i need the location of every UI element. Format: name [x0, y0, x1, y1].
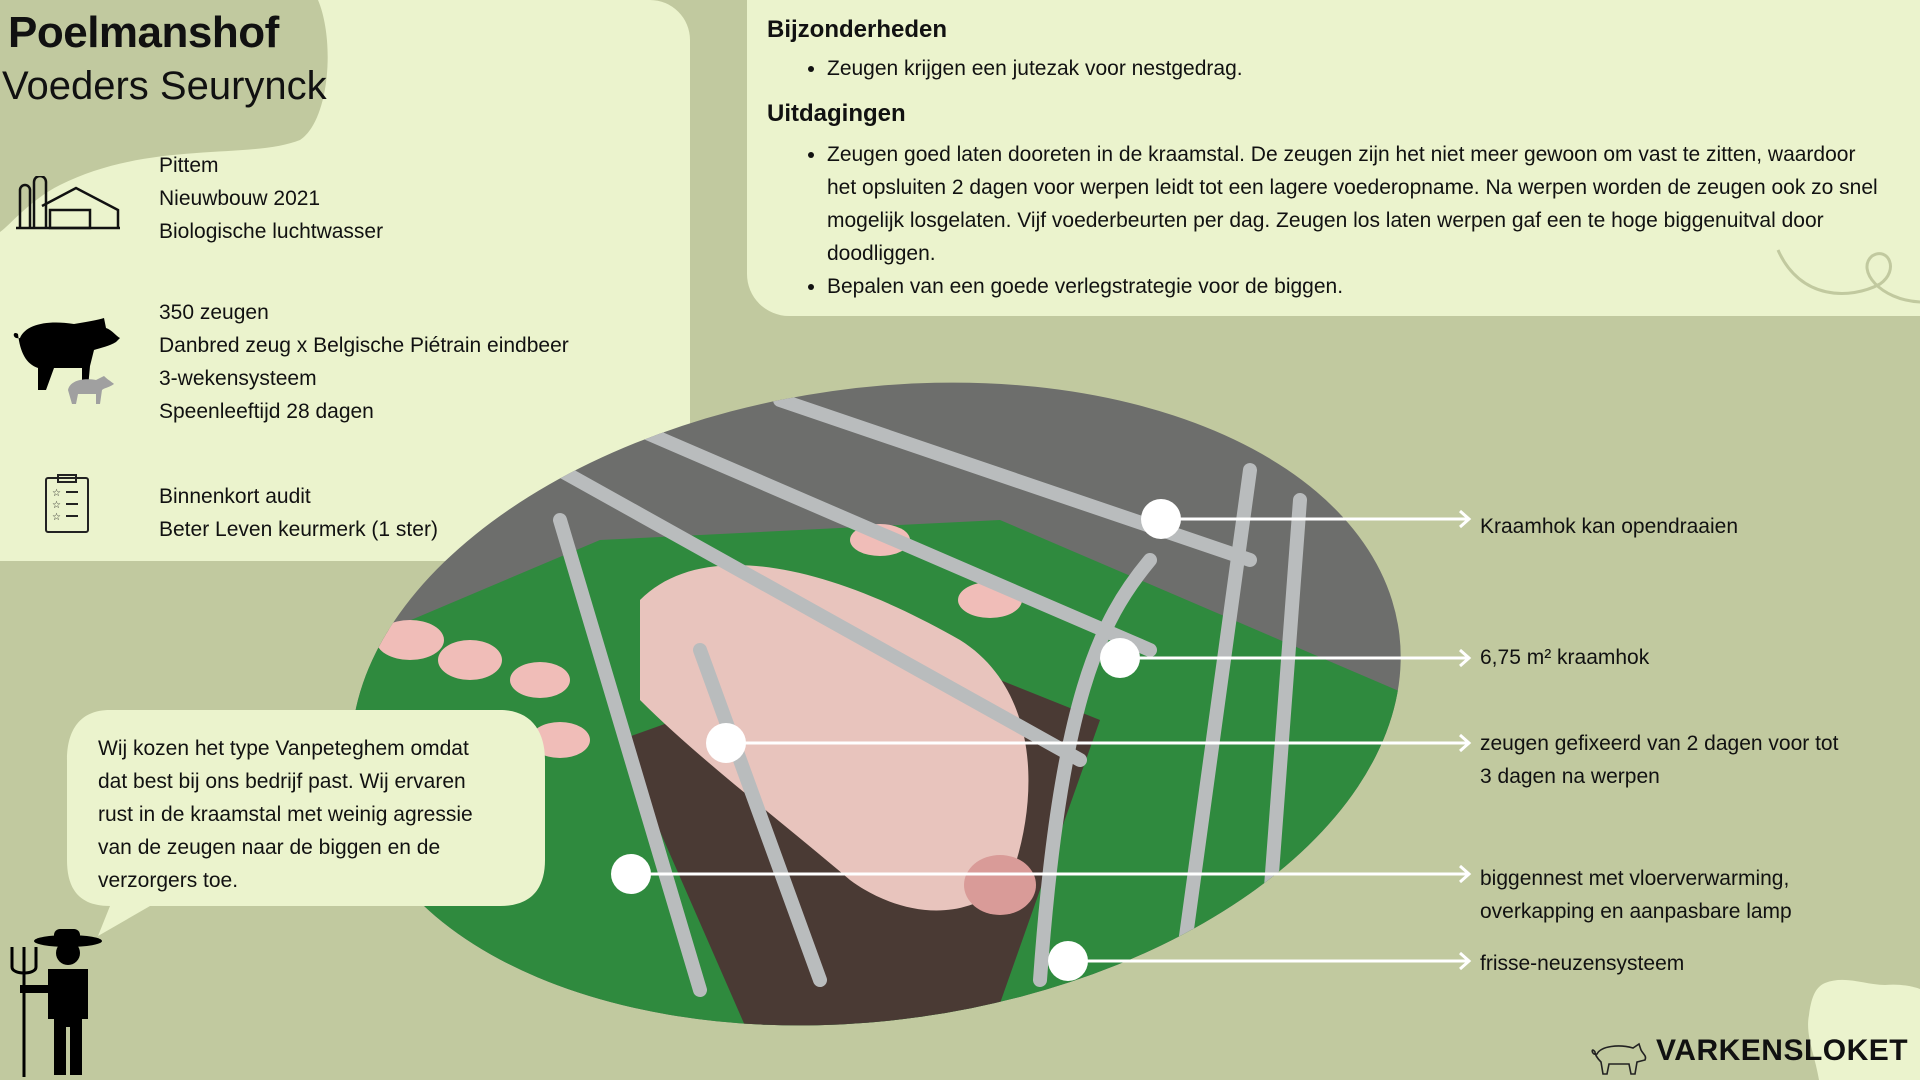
title-background-blob — [0, 0, 328, 232]
page-title: Poelmanshof — [8, 8, 279, 57]
info-line: 350 zeugen — [159, 301, 269, 324]
info-line: Beter Leven keurmerk (1 ster) — [159, 518, 438, 541]
varkensloket-pig-logo-icon — [1591, 1042, 1647, 1075]
annotation-label: 6,75 m² kraamhok — [1480, 646, 1650, 669]
checklist-icon: ☆☆☆ — [45, 474, 89, 533]
list-item: Bepalen van een goede verlegstrategie vo… — [827, 270, 1887, 303]
farm-location-info: Pittem Nieuwbouw 2021 Biologische luchtw… — [159, 149, 383, 248]
list-item: Zeugen krijgen een jutezak voor nestgedr… — [827, 52, 1887, 85]
pig-icon — [13, 318, 121, 404]
list-item: Zeugen goed laten dooreten in de kraamst… — [827, 138, 1887, 270]
svg-text:☆: ☆ — [52, 488, 61, 499]
bijzonderheden-heading: Bijzonderheden — [767, 16, 948, 43]
info-line: Nieuwbouw 2021 — [159, 187, 321, 210]
hotspot-marker[interactable] — [1100, 638, 1140, 678]
decorative-swirl-icon — [1776, 249, 1920, 304]
annotation-label: frisse-neuzensysteem — [1480, 952, 1685, 975]
info-line: Binnenkort audit — [159, 485, 311, 508]
farmer-icon — [10, 929, 102, 1077]
logo-blob — [1808, 979, 1920, 1080]
certification-info: Binnenkort audit Beter Leven keurmerk (1… — [159, 480, 438, 546]
annotation-label: biggennest met vloerverwarming,overkappi… — [1480, 867, 1792, 923]
info-line: Danbred zeug x Belgische Piétrain eindbe… — [159, 334, 569, 357]
annotation-label: Kraamhok kan opendraaien — [1480, 515, 1739, 538]
info-line: 3-wekensysteem — [159, 367, 317, 390]
details-panel: Bijzonderheden Zeugen krijgen een juteza… — [747, 0, 1920, 316]
hotspot-marker[interactable] — [1141, 499, 1181, 539]
page-subtitle: Voeders Seurynck — [2, 64, 327, 108]
herd-info: 350 zeugen Danbred zeug x Belgische Piét… — [159, 296, 569, 428]
varkensloket-logo: VARKENSLOKET — [1656, 1034, 1909, 1067]
svg-text:☆: ☆ — [52, 512, 61, 523]
speech-bubble — [67, 710, 545, 936]
svg-text:☆: ☆ — [52, 500, 61, 511]
hotspot-marker[interactable] — [611, 854, 651, 894]
bijzonderheden-list: Zeugen krijgen een jutezak voor nestgedr… — [799, 52, 1887, 85]
uitdagingen-list: Zeugen goed laten dooreten in de kraamst… — [799, 138, 1887, 303]
uitdagingen-heading: Uitdagingen — [767, 100, 906, 127]
info-line: Pittem — [159, 154, 219, 177]
farm-building-icon — [16, 176, 120, 230]
info-line: Biologische luchtwasser — [159, 220, 384, 243]
hotspot-marker[interactable] — [706, 723, 746, 763]
hotspot-marker[interactable] — [1048, 941, 1088, 981]
info-line: Speenleeftijd 28 dagen — [159, 400, 374, 423]
